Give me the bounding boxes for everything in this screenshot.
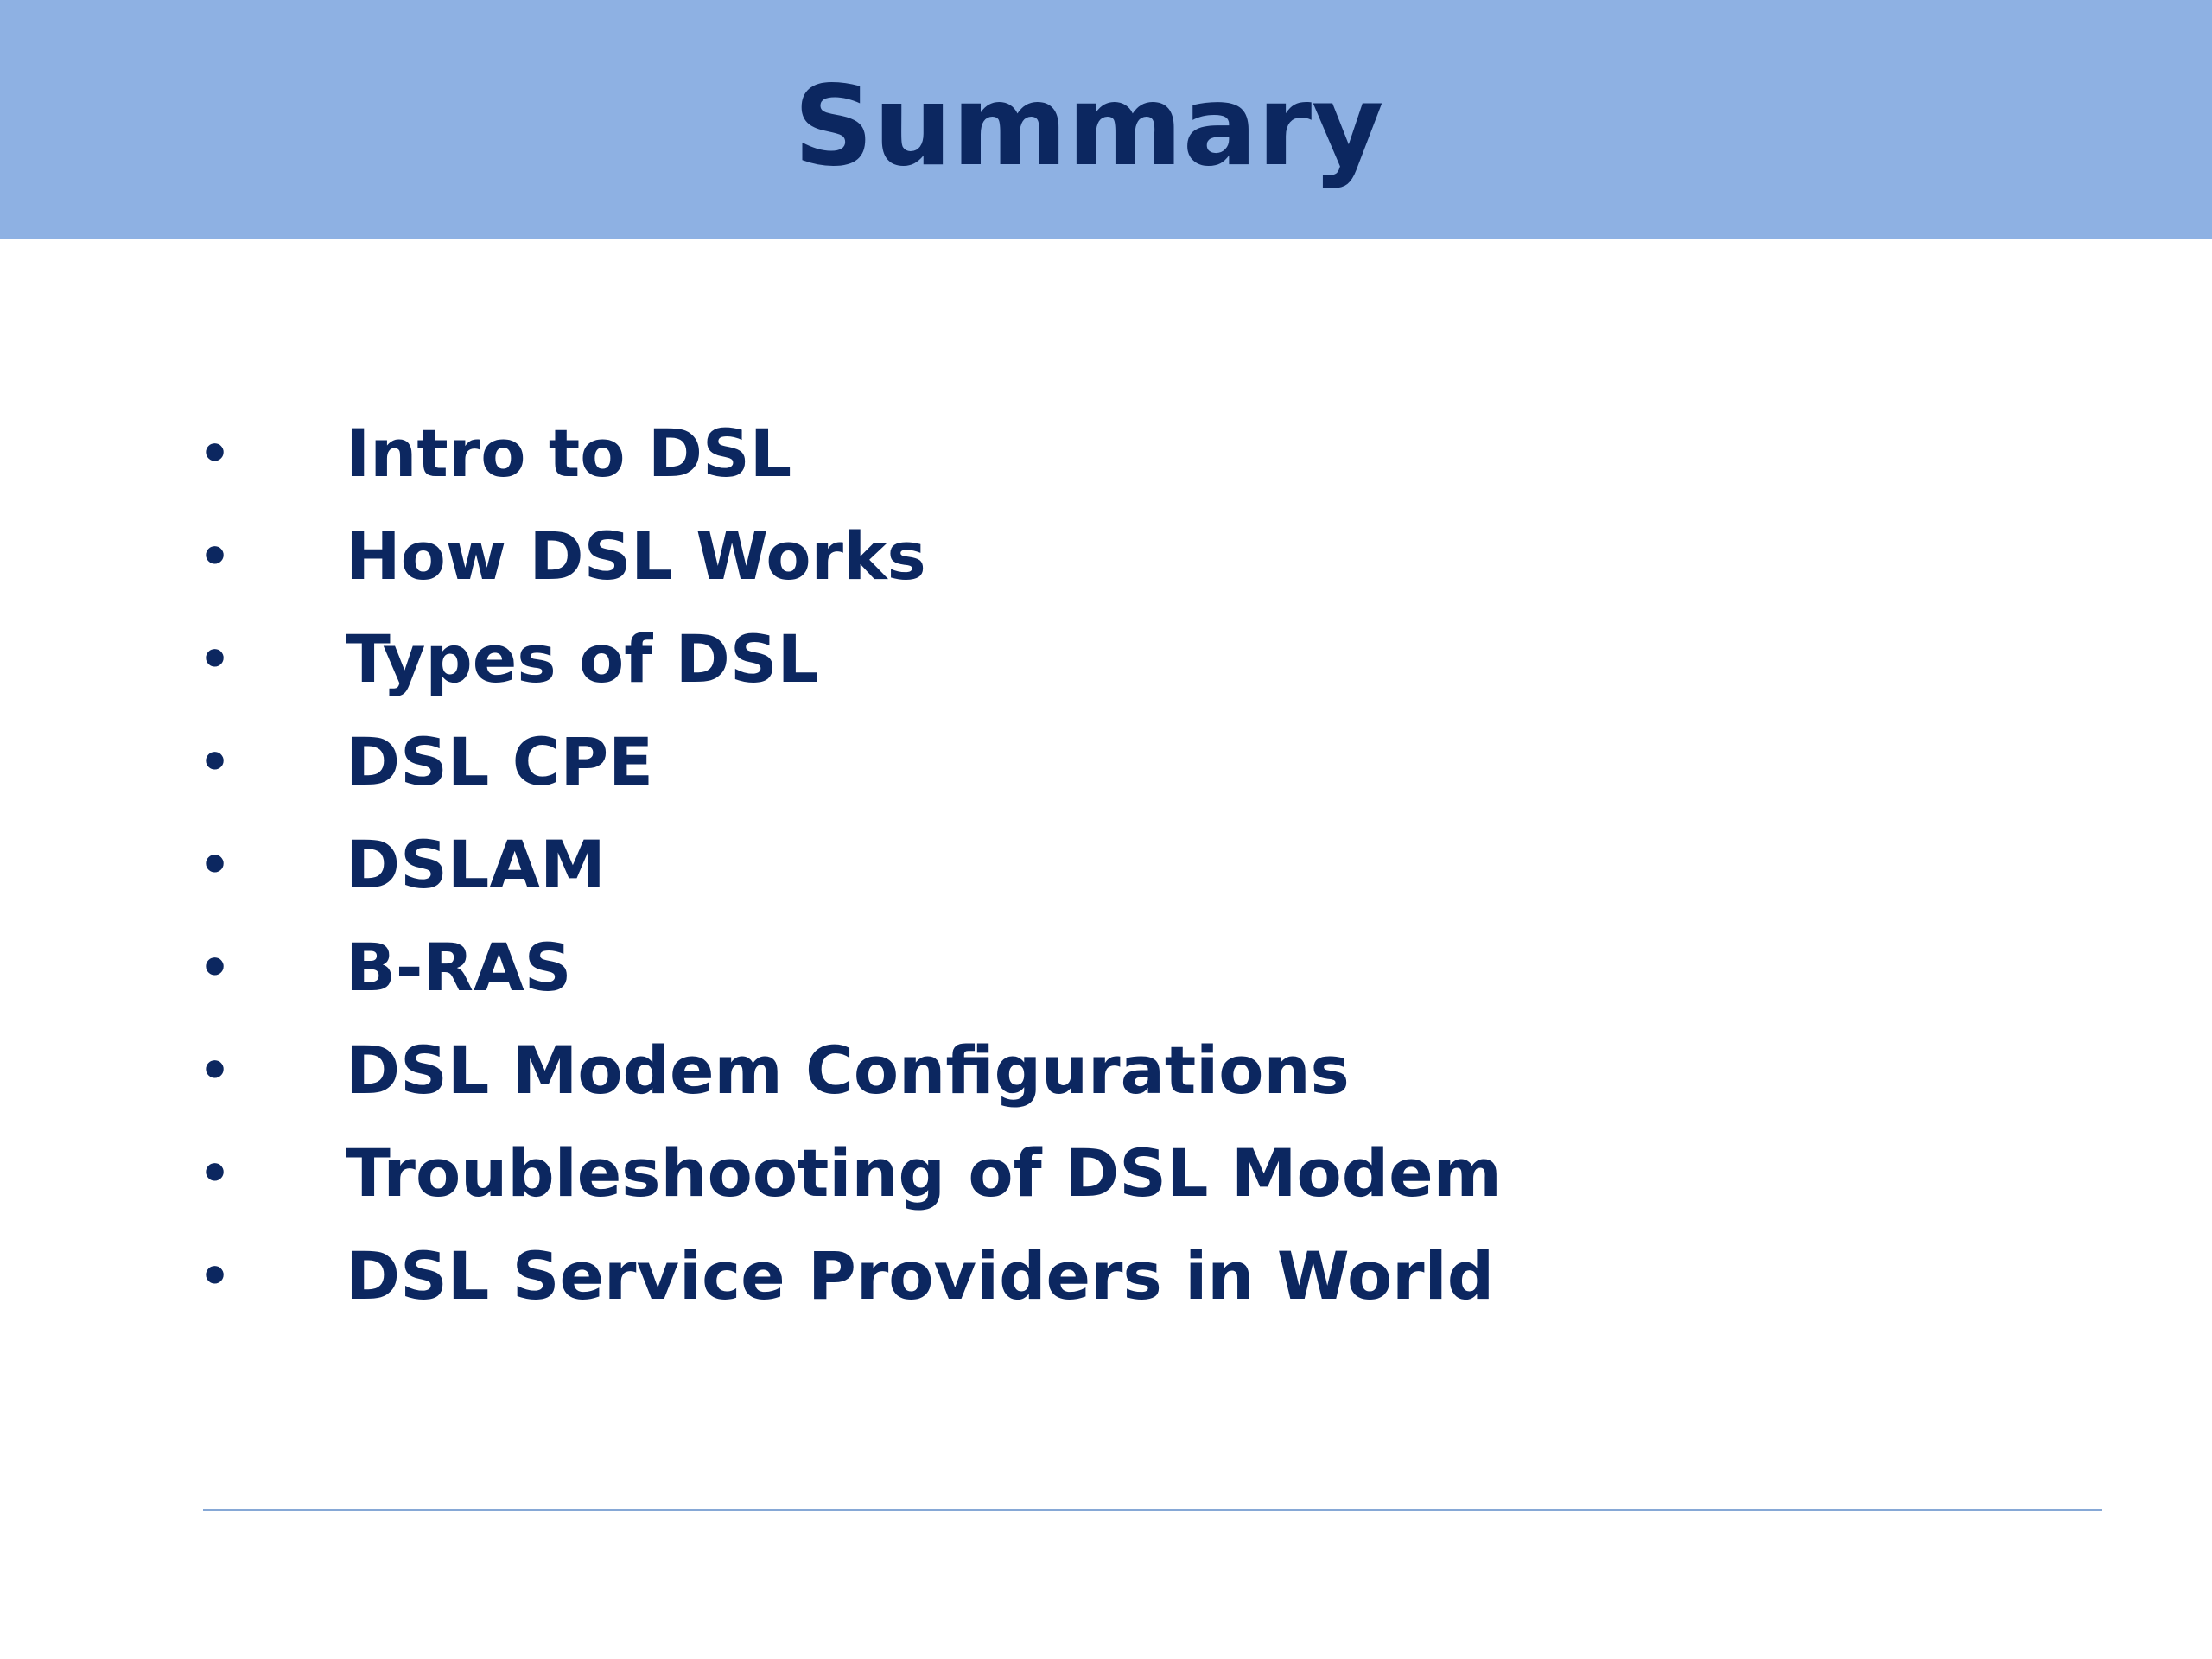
list-item: • DSL CPE — [199, 710, 1502, 813]
bullet-icon: • — [199, 629, 232, 689]
bullet-icon: • — [199, 835, 232, 894]
bullet-icon: • — [199, 938, 232, 997]
list-item-text: Intro to DSL — [346, 414, 792, 492]
bullet-icon: • — [199, 1246, 232, 1306]
list-item: • B-RAS — [199, 916, 1502, 1019]
slide-title: Summary — [793, 62, 1384, 191]
footer-divider — [203, 1509, 2102, 1511]
list-item: • Types of DSL — [199, 607, 1502, 710]
bullet-icon: • — [199, 526, 232, 586]
list-item-text: DSL Service Providers in World — [346, 1236, 1495, 1314]
bullet-icon: • — [199, 1143, 232, 1203]
list-item: • DSLAM — [199, 813, 1502, 916]
bullet-icon: • — [199, 423, 232, 483]
list-item: • DSL Service Providers in World — [199, 1224, 1502, 1327]
list-item-text: Types of DSL — [346, 620, 819, 697]
list-item: • How DSL Works — [199, 505, 1502, 607]
list-item-text: How DSL Works — [346, 517, 926, 594]
list-item: • Troubleshooting of DSL Modem — [199, 1122, 1502, 1224]
list-item: • DSL Modem Configurations — [199, 1019, 1502, 1122]
bullet-icon: • — [199, 732, 232, 791]
bullet-icon: • — [199, 1040, 232, 1100]
title-bar: Summary — [0, 0, 2212, 239]
list-item-text: DSLAM — [346, 825, 606, 903]
summary-list: • Intro to DSL • How DSL Works • Types o… — [199, 402, 1502, 1327]
list-item-text: Troubleshooting of DSL Modem — [346, 1134, 1502, 1211]
list-item-text: DSL CPE — [346, 722, 654, 800]
list-item: • Intro to DSL — [199, 402, 1502, 505]
list-item-text: DSL Modem Configurations — [346, 1031, 1350, 1109]
list-item-text: B-RAS — [346, 928, 572, 1006]
